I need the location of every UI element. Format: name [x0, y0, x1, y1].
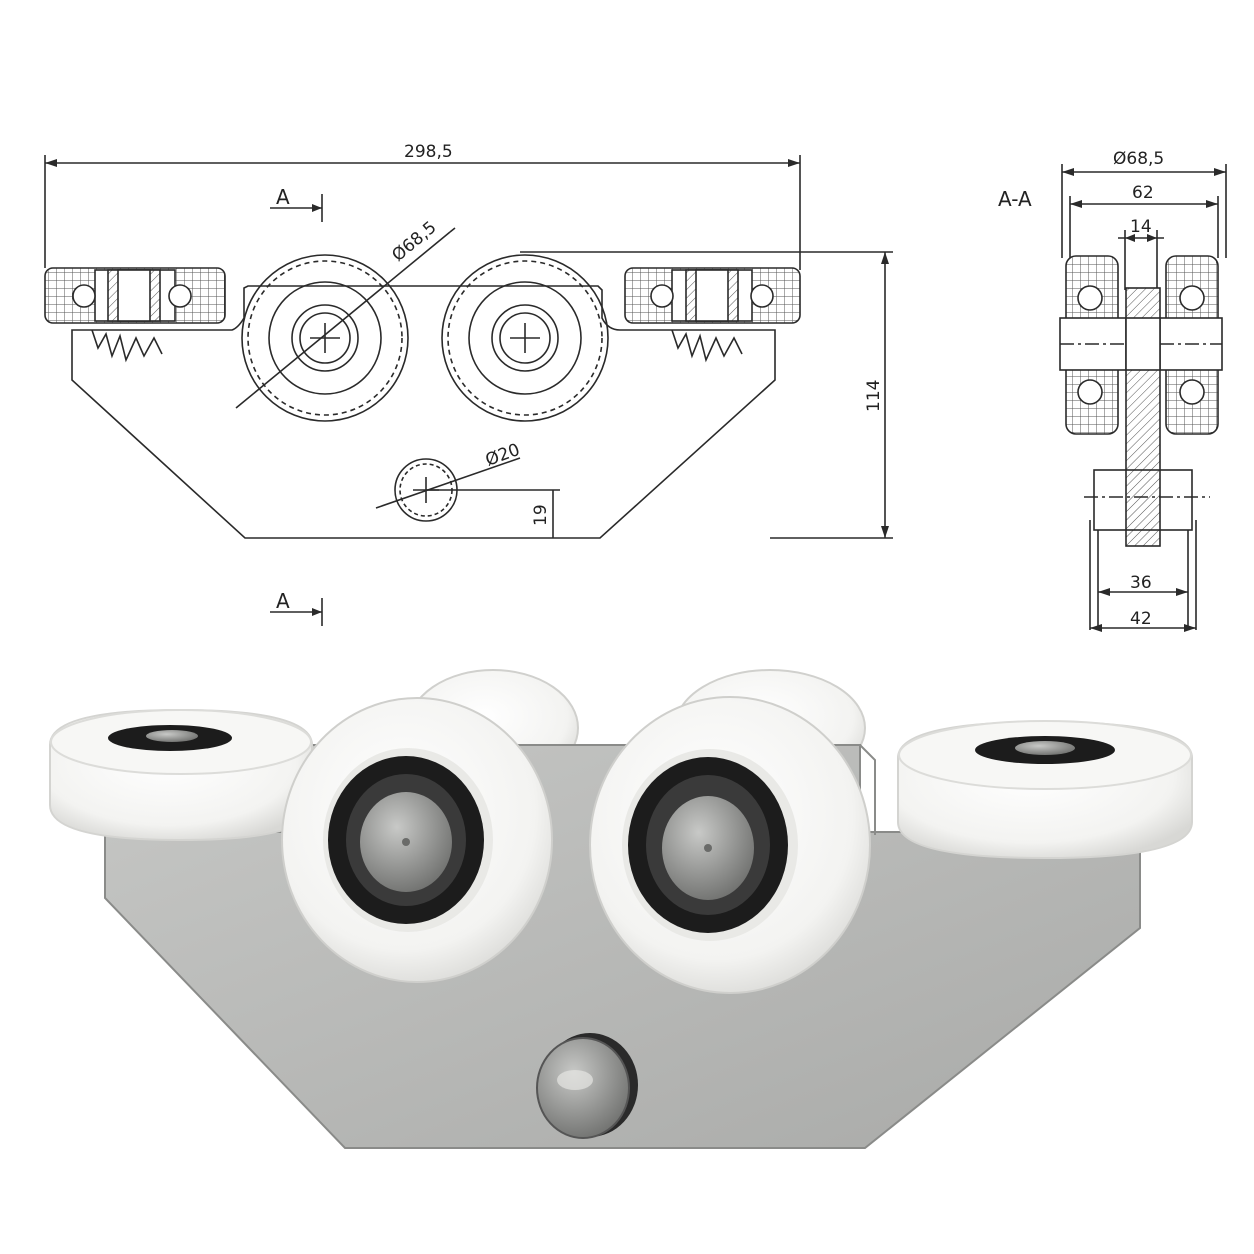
- left-bearing-section: [44, 267, 226, 363]
- section-marker-bottom-label: A: [276, 589, 290, 613]
- section-marker-top-label: A: [276, 185, 290, 209]
- section-diameter-label: Ø68,5: [1113, 149, 1164, 169]
- bottom-pin: [536, 1033, 638, 1139]
- left-horizontal-roller: [49, 708, 313, 842]
- section-width-62-label: 62: [1132, 183, 1154, 203]
- front-right-wheel: [589, 696, 871, 994]
- pin-drawing: [375, 457, 560, 538]
- section-title: A-A: [998, 187, 1032, 211]
- section-marker-top: [270, 194, 323, 222]
- overall-width-label: 298,5: [404, 142, 453, 162]
- product-illustration: [49, 669, 1193, 1149]
- plate-outline: [71, 285, 776, 539]
- pin-diameter-label: Ø20: [483, 440, 523, 471]
- section-view-drawing: [1059, 164, 1227, 632]
- right-horizontal-roller: [897, 720, 1193, 860]
- section-marker-bottom: [270, 598, 323, 626]
- section-width-14-label: 14: [1130, 217, 1152, 237]
- pin-offset-label: 19: [531, 504, 551, 526]
- right-wheel-drawing: [441, 254, 609, 422]
- left-wheel-drawing: [241, 254, 409, 422]
- front-view-drawing: [44, 155, 893, 626]
- front-left-wheel: [281, 697, 553, 983]
- right-bearing-section: [624, 267, 801, 363]
- wheel-diameter-leader: [235, 231, 451, 409]
- section-width-42-label: 42: [1130, 609, 1152, 629]
- wheel-diameter-label: Ø68,5: [388, 218, 440, 266]
- height-label: 114: [864, 380, 884, 412]
- section-width-36-label: 36: [1130, 573, 1152, 593]
